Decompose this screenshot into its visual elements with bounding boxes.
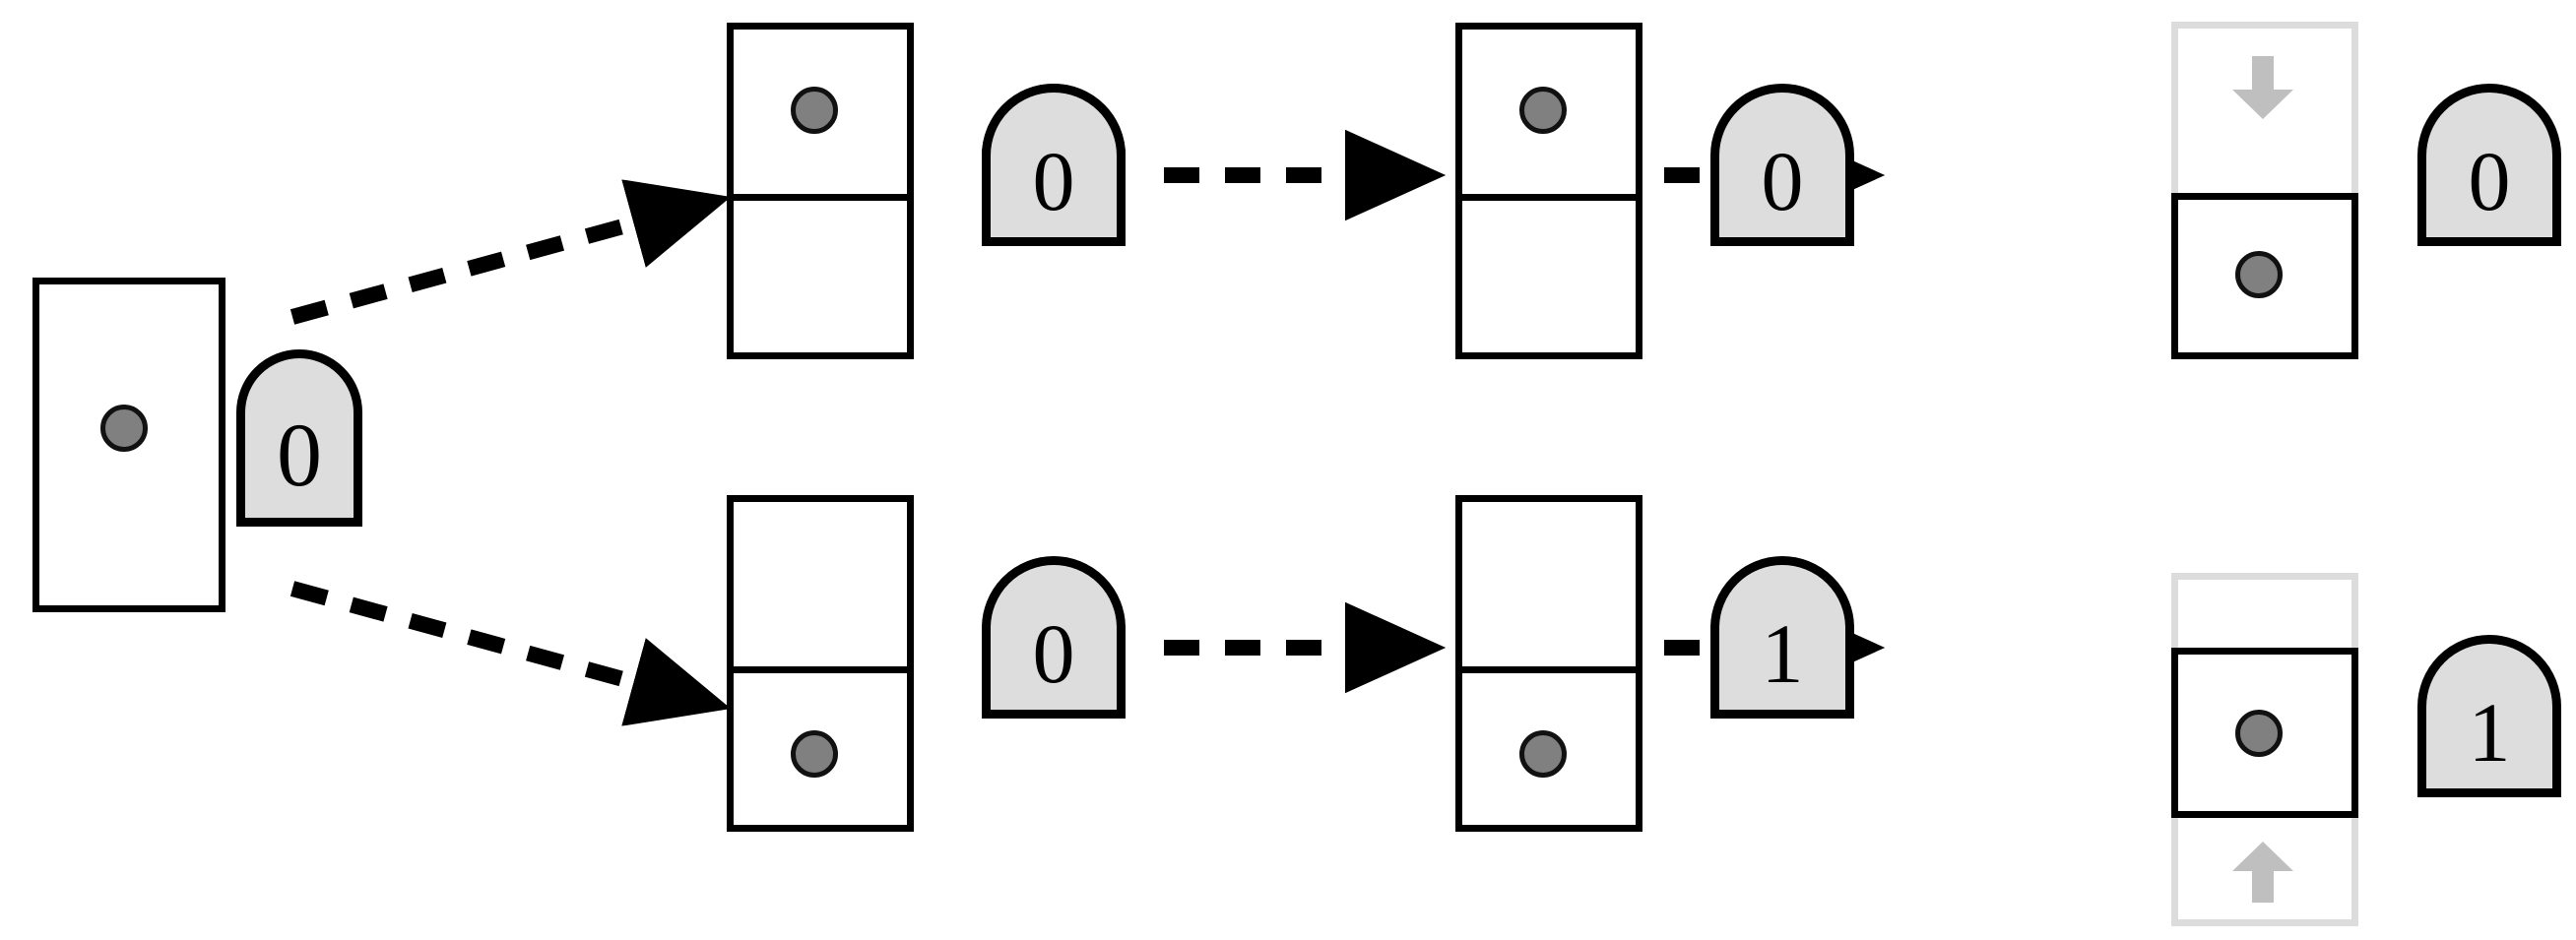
token-top-step2-label: 0 [1761, 134, 1804, 228]
token-top-step1: 0 [982, 84, 1126, 246]
up-arrow-icon [2232, 842, 2293, 903]
token-bottom-step2-label: 1 [1761, 606, 1804, 701]
bottom2-cell-upper [1455, 495, 1642, 666]
token-top-step2: 0 [1710, 84, 1854, 246]
token-top-step3-label: 0 [2468, 134, 2511, 228]
particle-dot [1519, 87, 1567, 134]
branch-arrow-down [290, 581, 732, 726]
token-top-step3: 0 [2417, 84, 2561, 246]
particle-dot [2235, 251, 2283, 298]
bottom3-cell-upper [2171, 648, 2358, 818]
token-bottom-step3: 1 [2417, 635, 2561, 797]
top2-cell-upper [1455, 23, 1642, 194]
particle-dot [2235, 710, 2283, 757]
token-bottom-step2: 1 [1710, 556, 1854, 719]
token-bottom-step1: 0 [982, 556, 1126, 719]
top1-cell-upper [727, 23, 914, 194]
particle-dot [791, 730, 838, 778]
bottom2-cell-lower [1455, 666, 1642, 832]
token-bottom-step1-label: 0 [1032, 606, 1075, 701]
branch-arrow-up [290, 179, 732, 325]
initial-box [32, 278, 225, 612]
bottom1-cell-upper [727, 495, 914, 666]
top1-cell-lower [727, 194, 914, 359]
down-arrow-icon [2232, 56, 2293, 119]
initial-token: 0 [236, 349, 362, 527]
token-bottom-step3-label: 1 [2468, 685, 2511, 780]
initial-token-label: 0 [277, 405, 322, 505]
top2-cell-lower [1455, 194, 1642, 359]
particle-dot [1519, 730, 1567, 778]
particle-dot [791, 87, 838, 134]
particle-dot [100, 405, 148, 452]
bottom1-cell-lower [727, 666, 914, 832]
bottom3-ghost-cell-lower [2171, 818, 2358, 926]
token-top-step1-label: 0 [1032, 134, 1075, 228]
top3-cell-lower [2171, 193, 2358, 359]
top3-ghost-cell-upper [2171, 22, 2358, 193]
